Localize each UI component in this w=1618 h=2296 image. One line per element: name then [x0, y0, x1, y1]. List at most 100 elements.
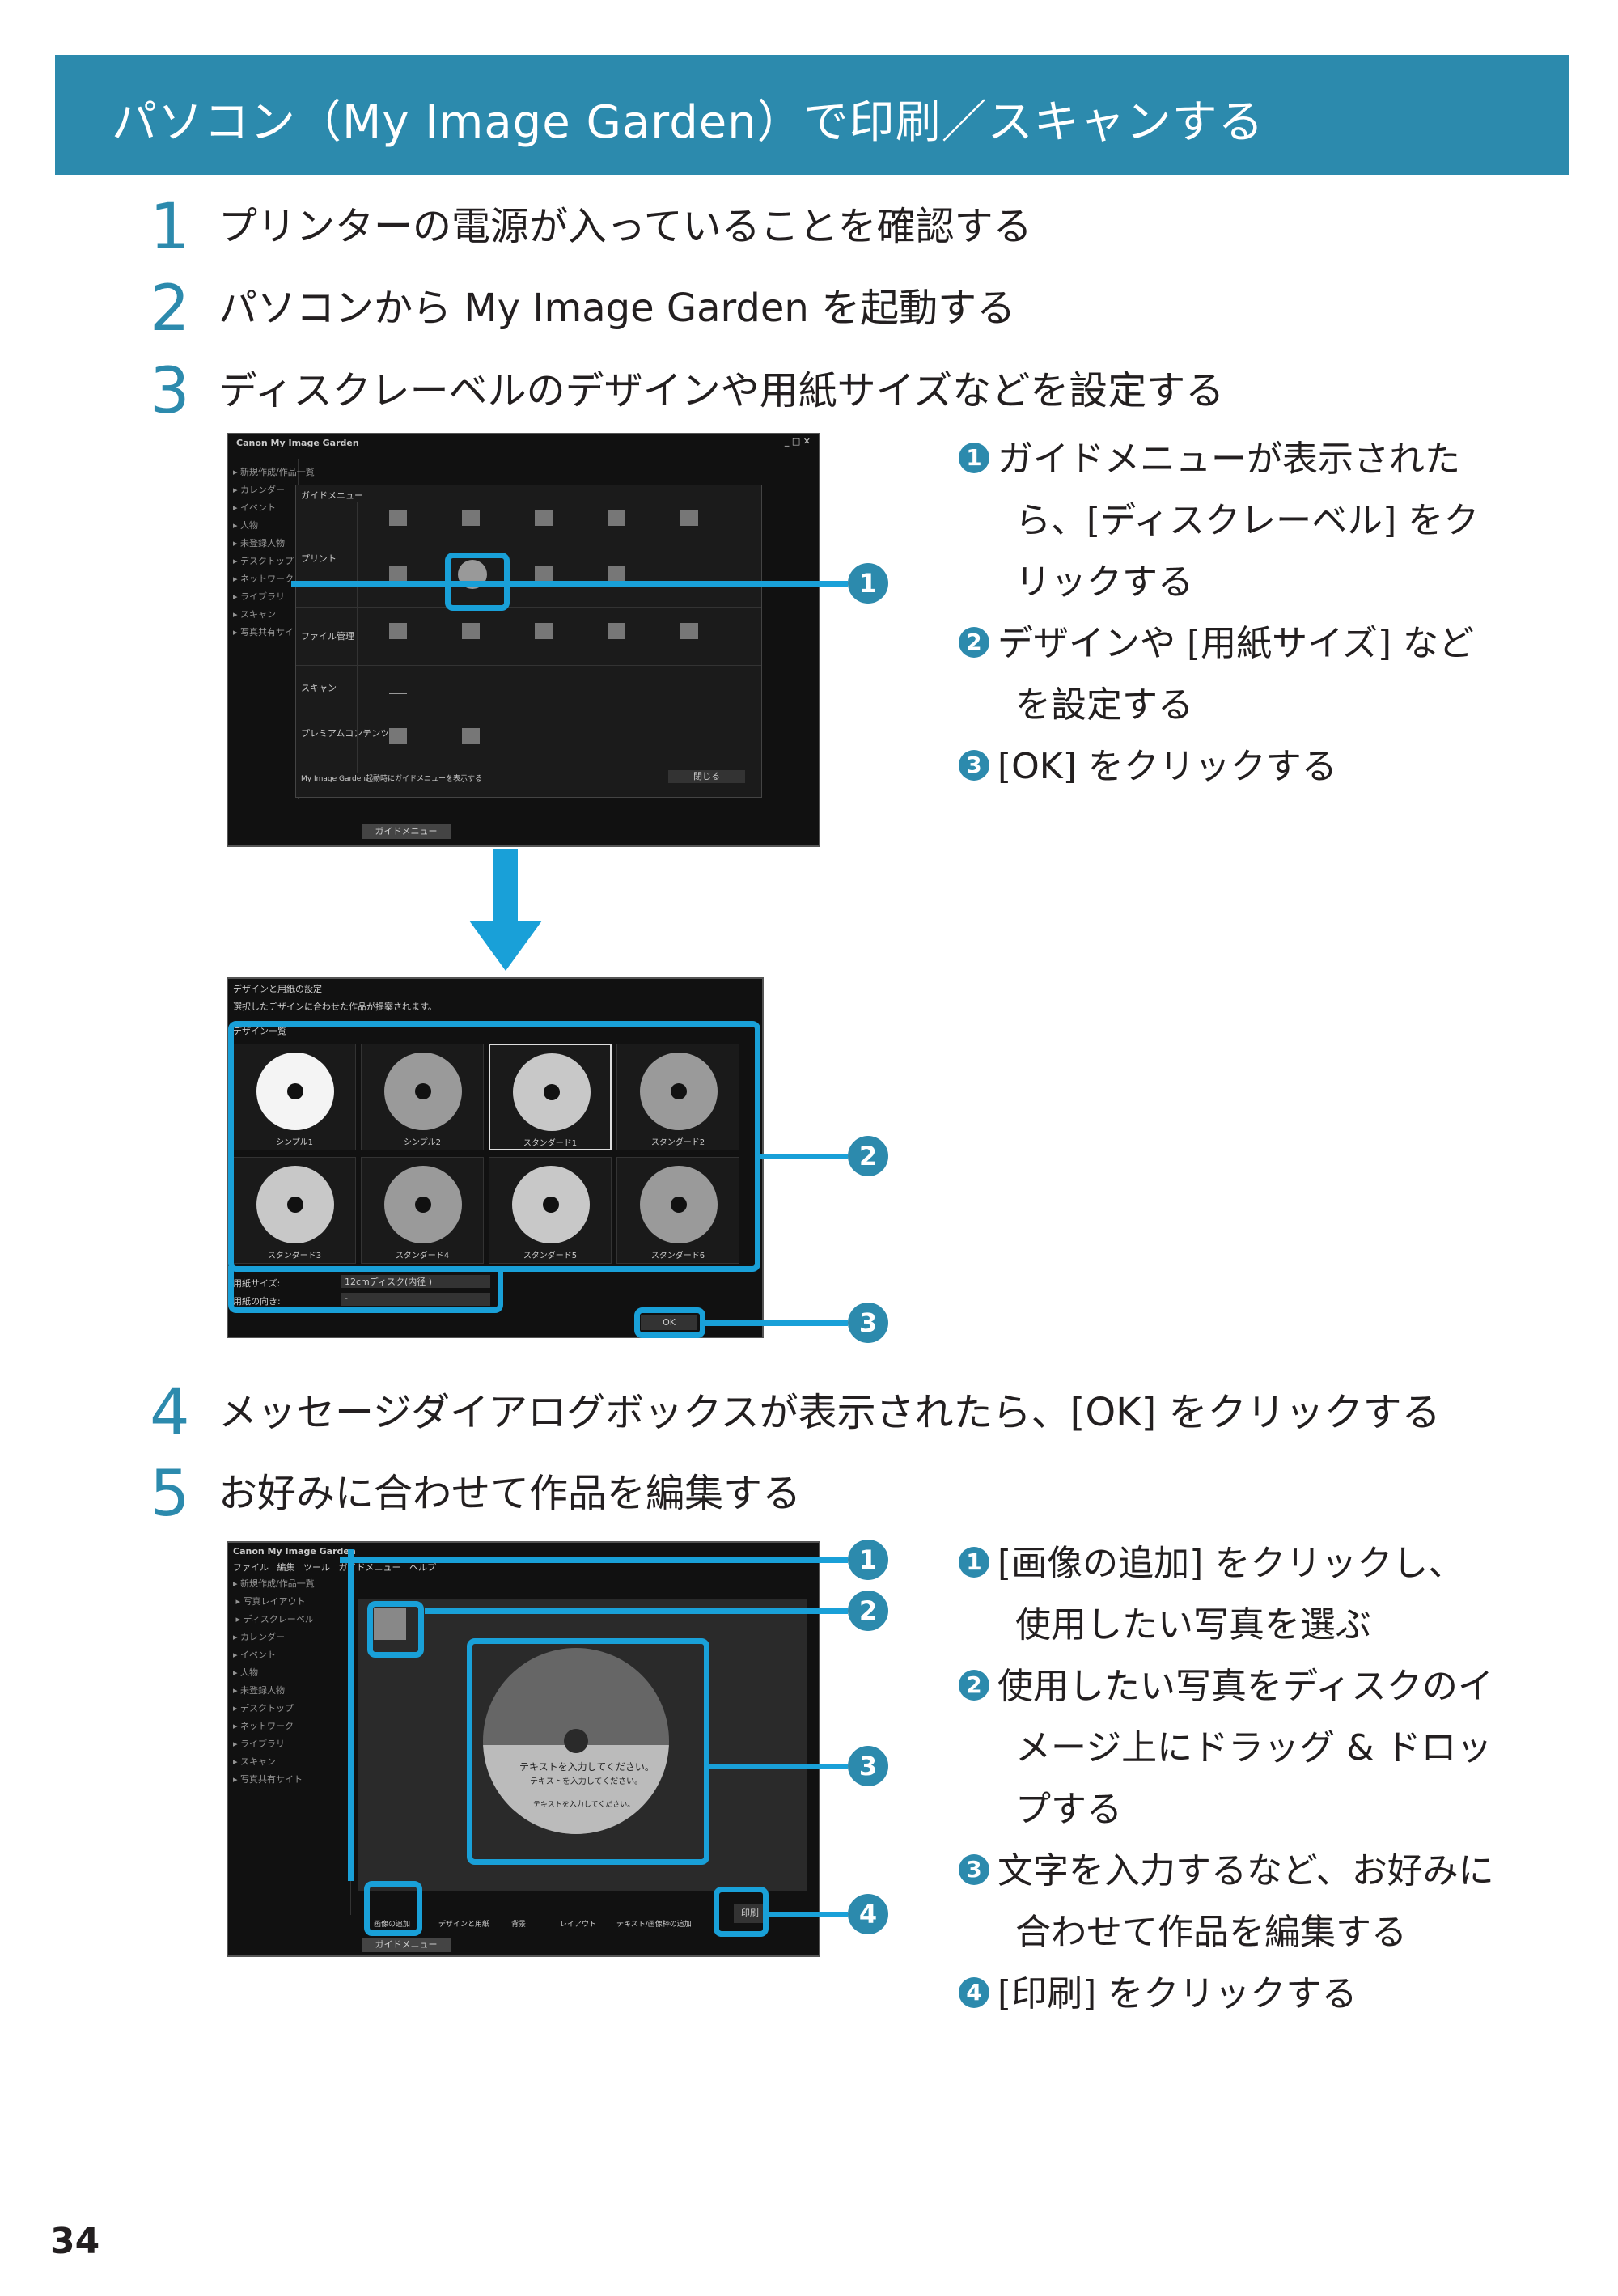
disc-hole: [544, 1084, 560, 1100]
callout-2: 2: [848, 1136, 888, 1176]
design-label: シンプル1: [275, 1138, 314, 1147]
photo-layout-icon[interactable]: [462, 510, 480, 526]
highlight-line: [348, 1549, 356, 1881]
row-label-scan: スキャン: [301, 683, 337, 693]
menu-help[interactable]: ヘルプ: [409, 1562, 436, 1573]
step-number: 2: [150, 273, 190, 345]
menu-guide[interactable]: ガイドメニュー: [338, 1562, 401, 1573]
event-view-icon[interactable]: [462, 623, 480, 639]
row-label-file: ファイル管理: [301, 631, 354, 642]
print-button[interactable]: 印刷: [734, 1904, 766, 1923]
paper-highlight: [228, 1266, 503, 1313]
step-text: パソコンから My Image Garden を起動する: [218, 286, 1016, 331]
down-arrow-icon: [469, 849, 542, 971]
callout-1: 1: [848, 1540, 888, 1580]
paper-size-select[interactable]: 12cmディスク(内径 ): [341, 1275, 490, 1288]
disc-preview[interactable]: テキストを入力してください。 テキストを入力してください。 テキストを入力してく…: [483, 1648, 669, 1834]
design-option[interactable]: スタンダード1: [489, 1044, 612, 1150]
page-number: 34: [50, 2221, 100, 2262]
section-title: パソコン（My Image Garden）で印刷／スキャンする: [112, 96, 1264, 149]
people-view-icon[interactable]: [535, 623, 553, 639]
step-number: 4: [150, 1377, 190, 1450]
design-label: スタンダード1: [523, 1139, 578, 1148]
design-highlight: [228, 1021, 760, 1272]
paper-size-label: 用紙サイズ:: [233, 1278, 281, 1289]
ok-highlight: [634, 1307, 705, 1338]
thumbnail[interactable]: [374, 1608, 406, 1640]
video-layout-icon[interactable]: [535, 566, 553, 582]
disc-hole: [287, 1197, 303, 1213]
layout-button[interactable]: レイアウト: [560, 1921, 597, 1929]
disc-thumbnail: [384, 1166, 462, 1243]
calendar-icon[interactable]: [680, 510, 698, 526]
step-number: 5: [150, 1458, 190, 1531]
background-button[interactable]: 背景: [511, 1921, 527, 1929]
add-text-button[interactable]: テキスト/画像枠の追加: [616, 1921, 692, 1929]
design-option[interactable]: スタンダード6: [616, 1157, 739, 1264]
disc-thumbnail: [640, 1053, 718, 1130]
disc-hole: [671, 1083, 687, 1099]
step-number: 1: [150, 191, 190, 264]
step-number: 3: [150, 355, 190, 428]
unregistered-people-icon[interactable]: [608, 623, 625, 639]
app-title: Canon My Image Garden: [233, 1546, 356, 1557]
disc-hole: [287, 1083, 303, 1099]
orientation-select[interactable]: -: [341, 1293, 490, 1306]
sidebar-tree: ▸ 新規作成/作品一覧▸ カレンダー▸ イベント▸ 人物▸ 未登録人物▸ デスク…: [233, 459, 315, 799]
design-option[interactable]: シンプル1: [233, 1044, 356, 1150]
design-paper-button[interactable]: デザインと用紙: [438, 1921, 490, 1929]
card-icon[interactable]: [608, 510, 625, 526]
dialog-title: ガイドメニュー: [301, 490, 363, 501]
folder-view-icon[interactable]: [680, 623, 698, 639]
editor-screenshot: Canon My Image Garden ファイル 編集 ツール ガイドメニュ…: [227, 1541, 820, 1957]
show-on-start-checkbox[interactable]: My Image Garden起動時にガイドメニューを表示する: [301, 775, 482, 783]
step-text: プリンターの電源が入っていることを確認する: [218, 204, 1032, 249]
disc-hole: [564, 1729, 588, 1753]
close-button[interactable]: 閉じる: [668, 770, 745, 783]
menu-tools[interactable]: ツール: [303, 1562, 330, 1573]
design-option[interactable]: スタンダード5: [489, 1157, 612, 1264]
design-option[interactable]: スタンダード4: [361, 1157, 484, 1264]
callout-1: 1: [848, 563, 888, 604]
callout-line: [425, 1608, 848, 1614]
video-capture-icon[interactable]: [608, 566, 625, 582]
disc-hole: [415, 1083, 431, 1099]
add-image-button[interactable]: 画像の追加: [374, 1921, 411, 1929]
disc-thumbnail: [640, 1166, 718, 1243]
scan-icon[interactable]: [389, 680, 407, 694]
ok-button[interactable]: OK: [641, 1315, 697, 1330]
thumbnail-highlight: [367, 1601, 424, 1658]
menu-edit[interactable]: 編集: [277, 1562, 295, 1573]
premium-find-icon[interactable]: [389, 728, 407, 744]
callout-line: [759, 1154, 848, 1159]
design-option[interactable]: シンプル2: [361, 1044, 484, 1150]
guide-menu-tab[interactable]: ガイドメニュー: [362, 1938, 451, 1952]
guide-menu-tab[interactable]: ガイドメニュー: [362, 824, 451, 839]
collage-icon[interactable]: [535, 510, 553, 526]
design-label: シンプル2: [403, 1138, 442, 1147]
disc-highlight: [467, 1638, 709, 1865]
premium-folder-icon[interactable]: [462, 728, 480, 744]
menu-file[interactable]: ファイル: [233, 1562, 269, 1573]
design-option[interactable]: スタンダード2: [616, 1044, 739, 1150]
calendar-view-icon[interactable]: [389, 623, 407, 639]
canvas-area: テキストを入力してください。 テキストを入力してください。 テキストを入力してく…: [358, 1599, 807, 1891]
note-4: 4[印刷] をクリックする: [959, 1963, 1541, 2025]
disc-hole: [543, 1197, 559, 1213]
disc-hole: [671, 1197, 687, 1213]
step-text: メッセージダイアログボックスが表示されたら、[OK] をクリックする: [218, 1390, 1441, 1435]
sticker-icon[interactable]: [389, 566, 407, 582]
menu-bar: ファイル 編集 ツール ガイドメニュー ヘルプ: [233, 1561, 436, 1574]
photo-print-icon[interactable]: [389, 510, 407, 526]
add-image-highlight: [364, 1881, 422, 1936]
step-text: ディスクレーベルのデザインや用紙サイズなどを設定する: [218, 368, 1225, 413]
design-option[interactable]: スタンダード3: [233, 1157, 356, 1264]
sidebar-tree: ▸ 新規作成/作品一覧 ▸ 写真レイアウト ▸ ディスクレーベル▸ カレンダー▸…: [233, 1575, 351, 1915]
section-header: パソコン（My Image Garden）で印刷／スキャンする: [55, 55, 1569, 175]
